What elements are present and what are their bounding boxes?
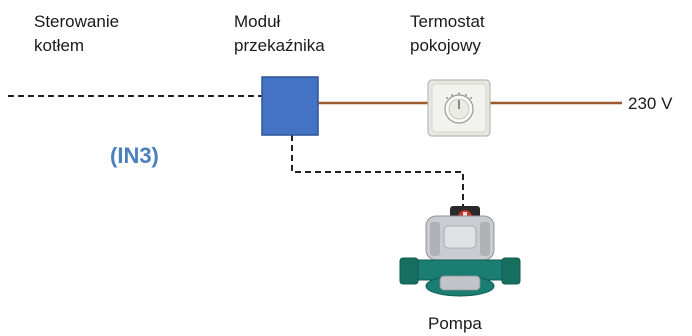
relay-input-label: (IN3) <box>110 143 159 168</box>
boiler-control-label: Sterowanie kotłem <box>34 12 120 55</box>
pump-signal-dashed-line <box>291 135 464 212</box>
mains-voltage-label: 230 V <box>628 94 673 113</box>
pump-label: Pompa <box>428 314 482 333</box>
room-thermostat-label: Termostat pokojowy <box>410 12 485 55</box>
relay-module-label: Moduł przekaźnika <box>234 12 325 55</box>
relay-module-box <box>261 76 319 136</box>
circulation-pump-icon <box>399 206 521 297</box>
thermostat-icon <box>427 79 491 137</box>
